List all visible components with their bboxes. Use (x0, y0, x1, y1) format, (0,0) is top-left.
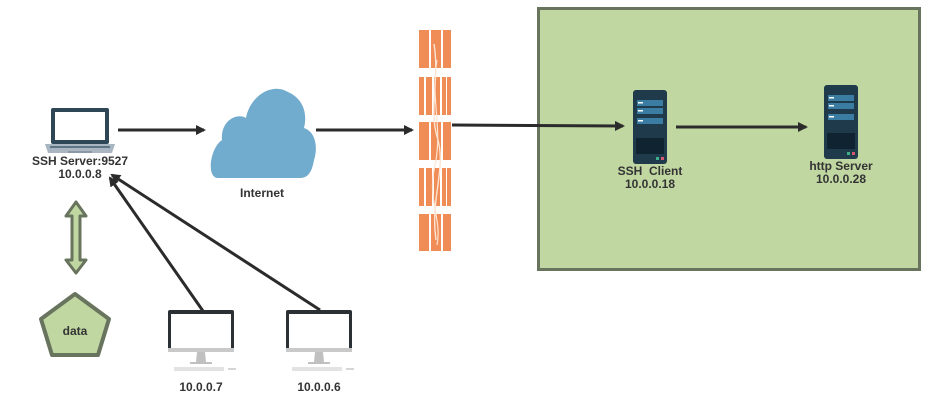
ssh-client-name-label: SSH Client (617, 164, 683, 178)
edge-pc2-to-ssh-server (110, 173, 321, 312)
edge-firewall-to-ssh-client (451, 120, 625, 131)
pc2-ip-label: 10.0.0.6 (297, 380, 341, 394)
http-server-name-label: http Server (809, 159, 873, 173)
ssh-server-ip-label: 10.0.0.8 (58, 167, 102, 181)
internet-label: Internet (239, 186, 284, 200)
firewall-icon[interactable] (419, 30, 451, 251)
double-arrow-icon (64, 200, 88, 275)
server-icon[interactable] (824, 85, 858, 159)
ssh-server-name-label: SSH Server:9527 (31, 154, 129, 168)
cloud-icon[interactable] (210, 88, 316, 178)
http-server-ip-label: 10.0.0.28 (815, 172, 867, 186)
server-icon[interactable] (633, 90, 667, 164)
ssh-client-ip-label: 10.0.0.18 (624, 177, 676, 191)
data-pentagon[interactable] (39, 292, 111, 357)
data-label: data (62, 324, 88, 338)
monitor-icon[interactable] (168, 310, 236, 371)
edge-pc1-to-ssh-server (108, 176, 205, 312)
pc1-ip-label: 10.0.0.7 (179, 380, 223, 394)
monitor-icon[interactable] (286, 310, 354, 371)
laptop-icon[interactable] (45, 108, 115, 153)
